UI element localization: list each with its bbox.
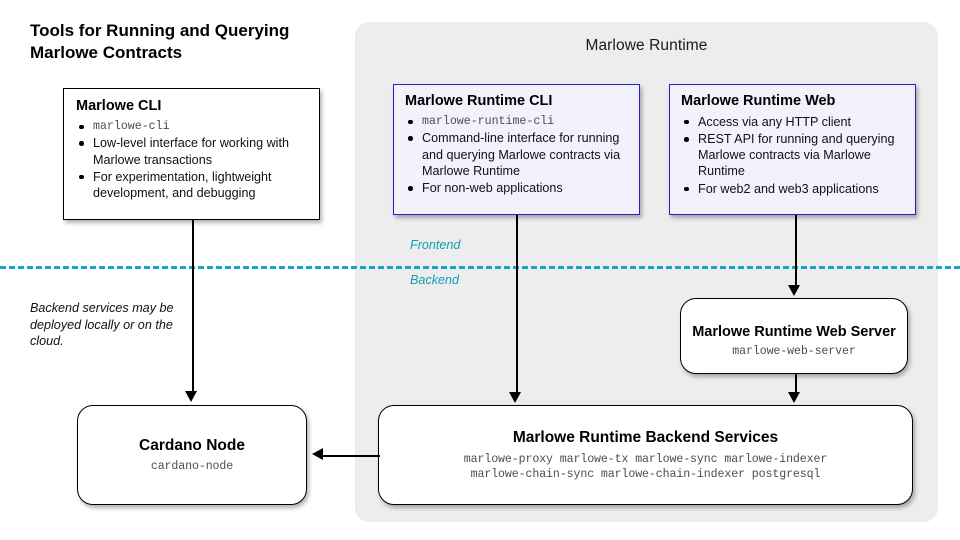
box-marlowe-runtime-web: Marlowe Runtime Web Access via any HTTP … <box>669 84 916 215</box>
box-marlowe-cli-bullets: marlowe-cli Low-level interface for work… <box>76 119 307 202</box>
box-marlowe-runtime-cli: Marlowe Runtime CLI marlowe-runtime-cli … <box>393 84 640 215</box>
bullet-item: Access via any HTTP client <box>681 114 904 130</box>
backend-deployment-note: Backend services may be deployed locally… <box>30 301 174 349</box>
bullet-item: marlowe-runtime-cli <box>405 114 628 130</box>
connector-web-server-to-backend-services <box>795 374 797 394</box>
connector-runtime-web-to-web-server <box>795 215 797 287</box>
arrowhead-down-icon <box>788 392 800 403</box>
connector-backend-services-to-cardano-node <box>320 455 380 457</box>
bullet-item: For experimentation, lightweight develop… <box>76 169 307 201</box>
frontend-backend-divider <box>0 266 960 269</box>
box-marlowe-runtime-web-bullets: Access via any HTTP client REST API for … <box>681 114 904 197</box>
box-marlowe-runtime-cli-title: Marlowe Runtime CLI <box>405 93 553 109</box>
frontend-label: Frontend <box>410 238 461 252</box>
diagram-headline: Tools for Running and Querying Marlowe C… <box>30 21 290 63</box>
box-backend-services-subtitle-line-2: marlowe-chain-sync marlowe-chain-indexer… <box>470 468 821 482</box>
bullet-item: For web2 and web3 applications <box>681 181 904 197</box>
connector-runtime-cli-to-backend-services <box>516 215 518 394</box>
box-cardano-node-subtitle: cardano-node <box>150 460 234 474</box>
box-web-server-title: Marlowe Runtime Web Server <box>692 323 896 340</box>
marlowe-runtime-panel-title: Marlowe Runtime <box>585 37 708 54</box>
box-cardano-node-title: Cardano Node <box>139 436 245 454</box>
bullet-item: For non-web applications <box>405 180 628 196</box>
arrowhead-down-icon <box>509 392 521 403</box>
bullet-item: Low-level interface for working with Mar… <box>76 135 307 167</box>
arrowhead-down-icon <box>788 285 800 296</box>
box-web-server-subtitle: marlowe-web-server <box>732 345 856 359</box>
box-cardano-node: Cardano Node cardano-node <box>77 405 307 505</box>
box-backend-services-subtitle-line-1: marlowe-proxy marlowe-tx marlowe-sync ma… <box>463 453 828 467</box>
box-marlowe-runtime-web-server: Marlowe Runtime Web Server marlowe-web-s… <box>680 298 908 374</box>
backend-label: Backend <box>410 273 460 287</box>
box-backend-services-title: Marlowe Runtime Backend Services <box>512 428 779 446</box>
connector-marlowe-cli-to-cardano-node <box>192 220 194 393</box>
arrowhead-down-icon <box>185 391 197 402</box>
box-marlowe-runtime-cli-bullets: marlowe-runtime-cli Command-line interfa… <box>405 114 628 197</box>
box-marlowe-runtime-web-title: Marlowe Runtime Web <box>681 93 836 109</box>
arrowhead-left-icon <box>312 448 323 460</box>
box-marlowe-cli-title: Marlowe CLI <box>76 98 162 114</box>
bullet-item: Command-line interface for running and q… <box>405 130 628 179</box>
box-marlowe-cli: Marlowe CLI marlowe-cli Low-level interf… <box>63 88 320 220</box>
box-backend-services: Marlowe Runtime Backend Services marlowe… <box>378 405 913 505</box>
bullet-item: REST API for running and querying Marlow… <box>681 131 904 180</box>
bullet-item: marlowe-cli <box>76 119 307 135</box>
